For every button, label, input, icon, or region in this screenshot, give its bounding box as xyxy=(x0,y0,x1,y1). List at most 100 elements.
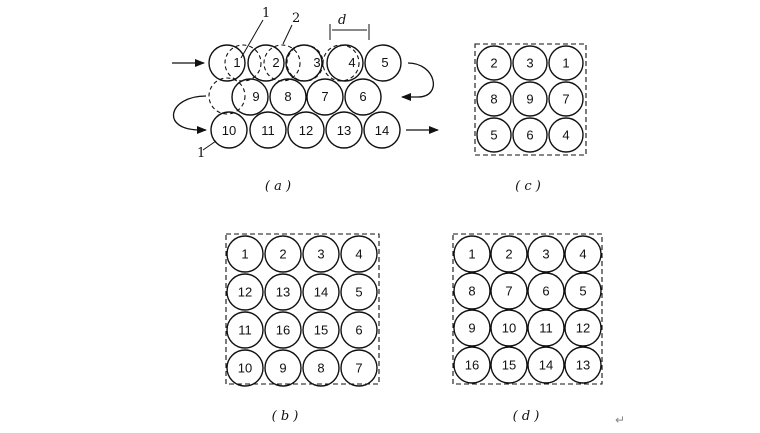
circle-cell xyxy=(340,235,378,273)
circle-cell xyxy=(363,111,401,149)
cell-label: 2 xyxy=(272,55,279,70)
circle-cell xyxy=(564,235,602,273)
circle-cell xyxy=(453,346,491,384)
cell-label: 3 xyxy=(317,247,324,262)
cell-label: 4 xyxy=(562,128,569,143)
leader-line-1 xyxy=(240,19,264,59)
cell-label: 12 xyxy=(576,321,590,336)
row-a-3: 10 11 12 13 14 xyxy=(210,111,401,149)
circle-cell xyxy=(512,81,548,117)
circle-cell xyxy=(512,45,548,81)
circle-cell xyxy=(226,349,264,387)
circle-cell xyxy=(340,349,378,387)
cell-label: 11 xyxy=(539,321,553,336)
circle-cell xyxy=(302,311,340,349)
circle-cell xyxy=(490,309,528,347)
cell-label: 15 xyxy=(314,323,328,338)
cell-label: 10 xyxy=(222,123,236,138)
cell-label: 10 xyxy=(502,321,516,336)
circle-cell xyxy=(453,272,491,310)
circle-cell xyxy=(210,111,248,149)
circle-cell xyxy=(564,272,602,310)
cell-label: 2 xyxy=(279,247,286,262)
circle-cell xyxy=(527,272,565,310)
cell-label: 3 xyxy=(313,55,320,70)
cell-label: 4 xyxy=(348,55,355,70)
circle-cell xyxy=(326,44,364,82)
caption-b: ( b ) xyxy=(272,409,299,424)
circle-cell xyxy=(226,235,264,273)
cell-label: 2 xyxy=(505,247,512,262)
label-1-top: 1 xyxy=(262,6,270,21)
cell-label: 12 xyxy=(238,285,252,300)
return-mark: ↵ xyxy=(615,413,625,427)
ghost-circle xyxy=(263,44,301,82)
cell-label: 14 xyxy=(375,123,389,138)
cell-label: 3 xyxy=(542,247,549,262)
circle-cell xyxy=(302,273,340,311)
cell-label: 5 xyxy=(355,285,362,300)
row-a-1: 1 2 3 4 5 xyxy=(208,44,402,82)
cell-label: 12 xyxy=(299,123,313,138)
cell-label: 7 xyxy=(505,284,512,299)
leader-line-1-bottom xyxy=(202,140,217,151)
circle-cell xyxy=(264,311,302,349)
cell-label: 6 xyxy=(355,323,362,338)
circle-cell xyxy=(340,311,378,349)
circle-cell xyxy=(476,81,512,117)
circle-cell xyxy=(285,44,323,82)
cell-label: 9 xyxy=(468,321,475,336)
circle-cell xyxy=(564,309,602,347)
circle-cell xyxy=(512,117,548,153)
cell-label: 15 xyxy=(502,358,516,373)
cell-label: 5 xyxy=(579,284,586,299)
circle-cell xyxy=(527,346,565,384)
circle-cell xyxy=(249,111,287,149)
cell-label: 1 xyxy=(468,247,475,262)
circle-cell xyxy=(264,273,302,311)
circle-cell xyxy=(302,349,340,387)
box-outline xyxy=(452,233,603,385)
caption-d: ( d ) xyxy=(513,409,540,424)
cell-label: 8 xyxy=(284,89,291,104)
cell-label: 6 xyxy=(542,284,549,299)
cell-label: 16 xyxy=(276,323,290,338)
circle-cell xyxy=(208,44,246,82)
figure-a: 1 2 d 1 2 3 4 5 9 xyxy=(172,6,439,194)
cell-label: 4 xyxy=(579,247,586,262)
cell-label: 8 xyxy=(490,92,497,107)
cell-label: 1 xyxy=(241,247,248,262)
cell-label: 1 xyxy=(562,56,569,71)
circle-cell xyxy=(476,45,512,81)
cell-label: 7 xyxy=(562,92,569,107)
cell-label: 8 xyxy=(317,361,324,376)
cell-label: 11 xyxy=(261,123,275,138)
circle-cell xyxy=(490,235,528,273)
cell-label: 14 xyxy=(314,285,328,300)
circle-cell xyxy=(344,78,382,116)
circle-cell xyxy=(247,44,285,82)
circle-cell xyxy=(548,81,584,117)
cell-label: 7 xyxy=(355,361,362,376)
ghost-circle xyxy=(208,77,246,115)
cell-label: 13 xyxy=(576,358,590,373)
label-2-top: 2 xyxy=(292,11,300,26)
box-outline xyxy=(225,233,380,385)
circle-cell xyxy=(306,78,344,116)
cell-label: 9 xyxy=(279,361,286,376)
box-outline xyxy=(474,43,587,156)
cell-label: 1 xyxy=(233,55,240,70)
label-1-bottom: 1 xyxy=(197,146,205,161)
leader-line-2 xyxy=(282,24,293,45)
circle-cell xyxy=(226,311,264,349)
ghost-circle xyxy=(224,44,262,82)
cell-label: 11 xyxy=(238,323,252,338)
circle-cell xyxy=(269,78,307,116)
circle-cell xyxy=(226,273,264,311)
cell-label: 10 xyxy=(238,361,252,376)
